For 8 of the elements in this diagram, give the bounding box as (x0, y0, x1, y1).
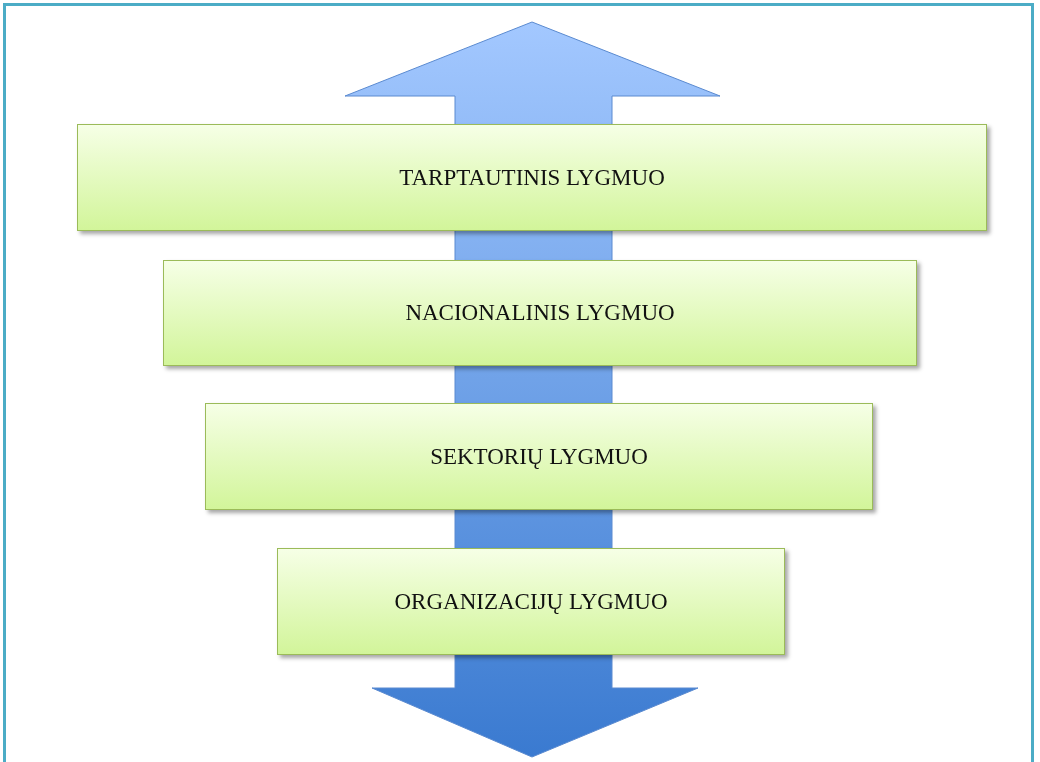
level-label: NACIONALINIS LYGMUO (405, 300, 675, 326)
level-box (205, 403, 873, 510)
level-label: ORGANIZACIJŲ LYGMUO (394, 588, 668, 615)
level-box (163, 260, 917, 366)
level-label: SEKTORIŲ LYGMUO (430, 443, 648, 470)
level-box (77, 124, 987, 231)
level-label: TARPTAUTINIS LYGMUO (399, 164, 665, 191)
level-box (277, 548, 785, 655)
